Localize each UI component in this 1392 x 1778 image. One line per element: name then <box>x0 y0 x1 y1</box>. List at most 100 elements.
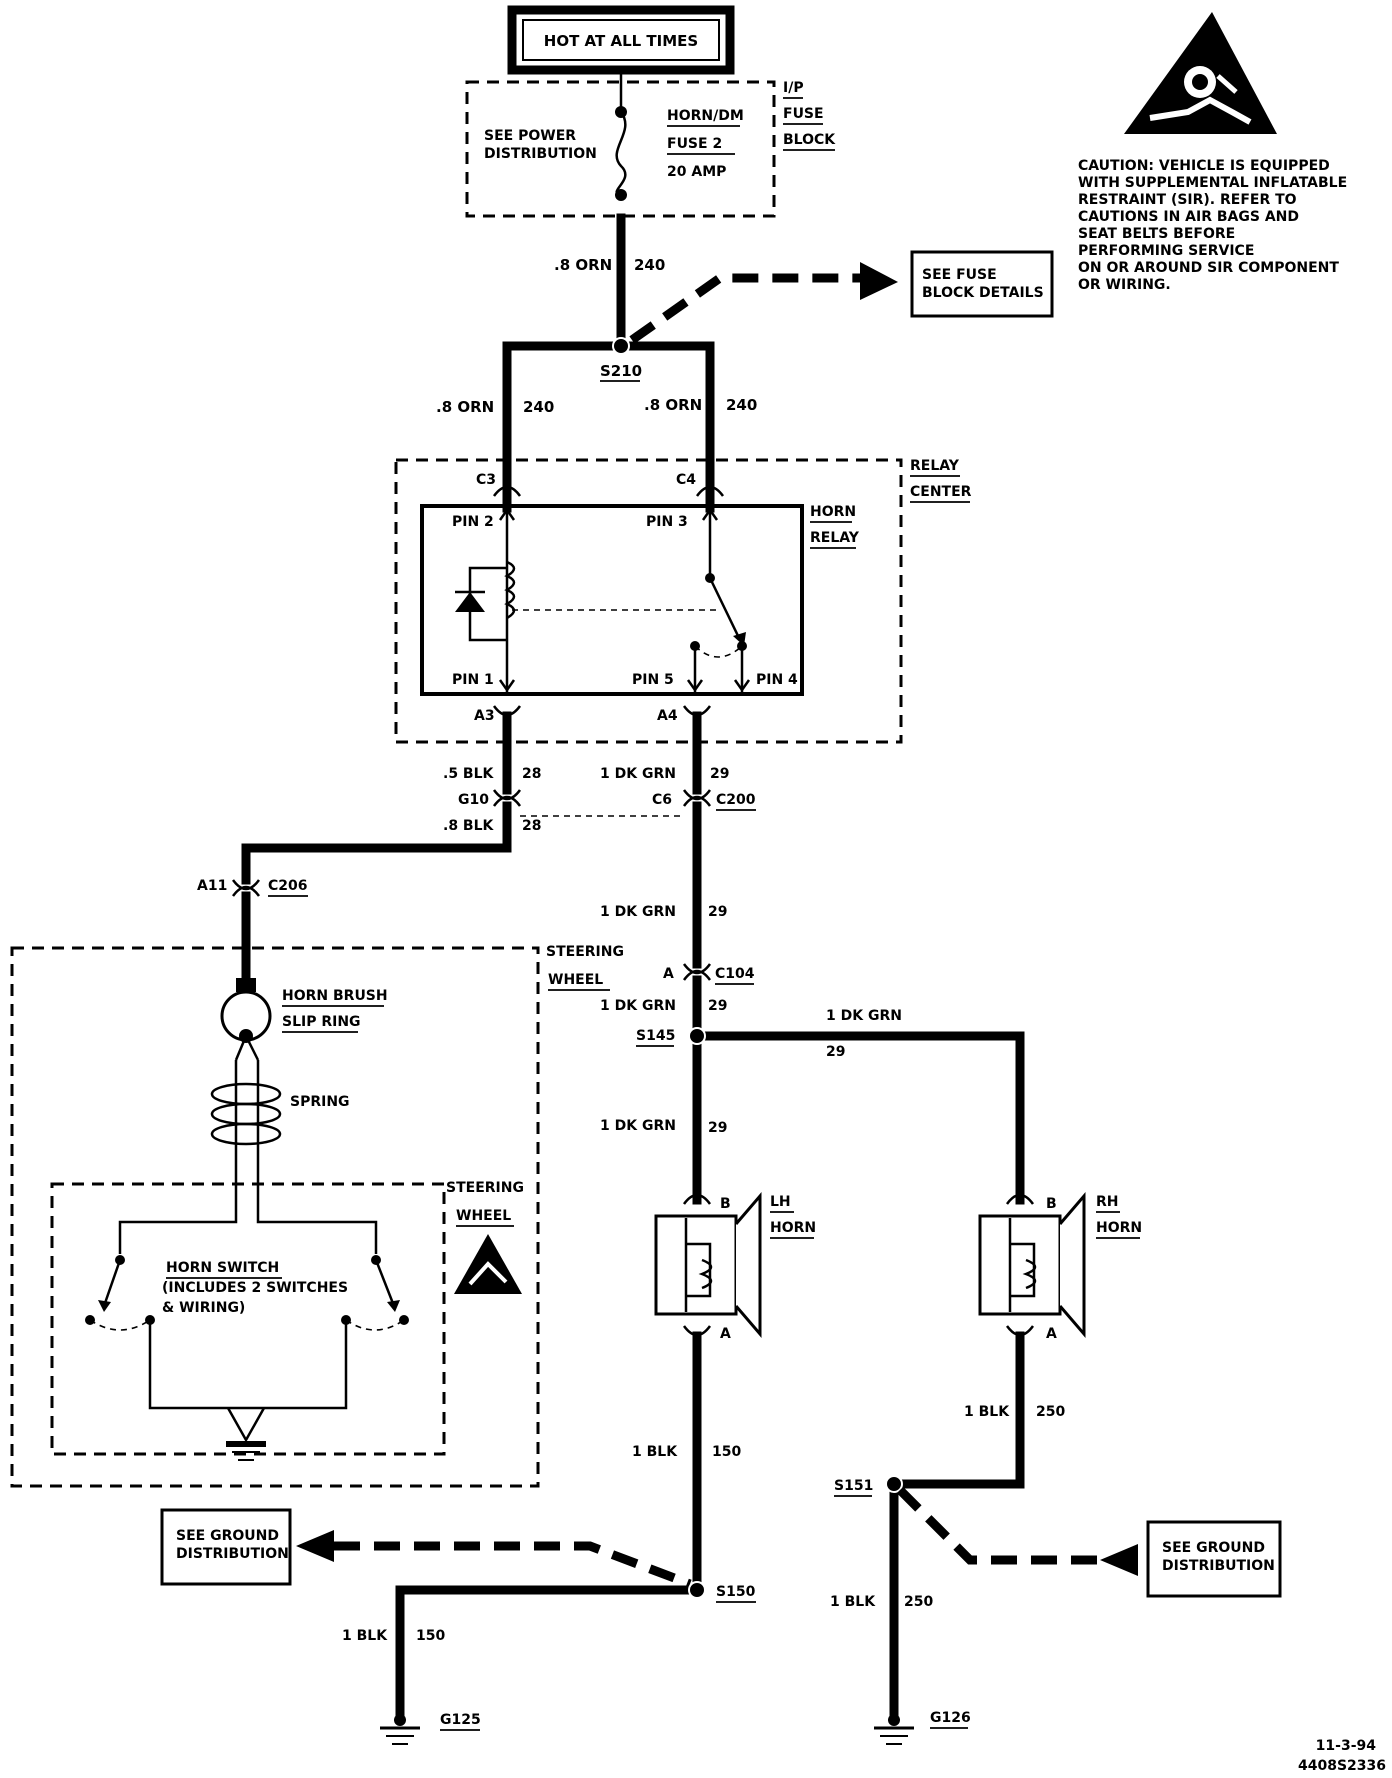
splice-s150 <box>688 1581 706 1599</box>
caution-line-7: ON OR AROUND SIR COMPONENT <box>1078 260 1339 276</box>
connector-c4: C4 <box>676 472 696 488</box>
wire-250-ground-label: 1 BLK <box>830 1594 876 1610</box>
rh-horn-connector-a: A <box>1046 1326 1057 1342</box>
connector-a11: A11 <box>197 878 227 894</box>
splice-s210-label: S210 <box>600 362 642 380</box>
pin-2-label: PIN 2 <box>452 514 494 530</box>
connector-c104: C104 <box>715 966 755 982</box>
splice-s145 <box>688 1027 706 1045</box>
wire-29-lh-label: 1 DK GRN <box>600 1118 676 1134</box>
rh-horn-line1: RH <box>1096 1194 1119 1210</box>
see-ground-right-line1: SEE GROUND <box>1162 1540 1265 1556</box>
horn-brush-line1: HORN BRUSH <box>282 988 388 1004</box>
connector-g10: G10 <box>458 792 489 808</box>
hot-at-all-times-box: HOT AT ALL TIMES <box>507 5 735 75</box>
wire-150-ground <box>395 1585 702 1721</box>
wire-240-right-circuit: 240 <box>726 396 757 414</box>
horn-relay-line1: HORN <box>810 504 856 520</box>
lh-horn-connector-b: B <box>720 1196 731 1212</box>
wire-29-rh-circuit: 29 <box>826 1044 845 1060</box>
see-ground-right-line2: DISTRIBUTION <box>1162 1558 1275 1574</box>
wire-28-upper-circuit: 28 <box>522 766 541 782</box>
pin-1-label: PIN 1 <box>452 672 494 688</box>
wire-240-main-circuit: 240 <box>634 256 665 274</box>
sir-caution: CAUTION: VEHICLE IS EQUIPPED WITH SUPPLE… <box>1078 12 1347 293</box>
ground-g126-icon <box>874 1714 914 1745</box>
lh-horn-line1: LH <box>770 1194 791 1210</box>
lh-horn-connector-a: A <box>720 1326 731 1342</box>
ground-left-arrow <box>296 1530 334 1562</box>
caution-line-1: CAUTION: VEHICLE IS EQUIPPED <box>1078 158 1330 174</box>
ground-right-leader <box>896 1486 1100 1565</box>
pin-5-label: PIN 5 <box>632 672 674 688</box>
spring-label: SPRING <box>290 1094 350 1110</box>
steering-wheel-line1: STEERING <box>546 944 624 960</box>
rh-horn: B RH HORN A <box>978 1191 1142 1342</box>
wire-29-middle-circuit: 29 <box>708 904 727 920</box>
ground-right-arrow <box>1100 1544 1138 1576</box>
ground-g125-icon <box>380 1714 420 1745</box>
fuse-block: SEE POWER DISTRIBUTION HORN/DM FUSE 2 20… <box>465 70 836 218</box>
see-ground-box-right: SEE GROUND DISTRIBUTION <box>1146 1520 1282 1598</box>
fuse-name-line2: FUSE 2 <box>667 136 722 152</box>
wire-29-lh-circuit: 29 <box>708 1120 727 1136</box>
horn-switch-line2: (INCLUDES 2 SWITCHES <box>162 1280 348 1296</box>
wire-150-label: 1 BLK <box>632 1444 678 1460</box>
relay-center-line1: RELAY <box>910 458 960 474</box>
fuse-block-line2: FUSE <box>783 106 824 122</box>
caution-line-5: SEAT BELTS BEFORE <box>1078 226 1235 242</box>
splice-s151 <box>885 1475 903 1493</box>
ground-g126-label: G126 <box>930 1710 971 1726</box>
connector-c206: C206 <box>268 878 308 894</box>
connector-c6: C6 <box>652 792 672 808</box>
connector-c200: C200 <box>716 792 756 808</box>
wire-29-upper-label: 1 DK GRN <box>600 766 676 782</box>
caution-line-6: PERFORMING SERVICE <box>1078 243 1254 259</box>
horn-switch-line1: HORN SWITCH <box>166 1260 279 1276</box>
caution-line-8: OR WIRING. <box>1078 277 1171 293</box>
spring-icon <box>210 1035 282 1206</box>
wire-29-lower-circuit: 29 <box>708 998 727 1014</box>
horn-switch-line3: & WIRING) <box>162 1300 245 1316</box>
wire-150-ground-label: 1 BLK <box>342 1628 388 1644</box>
splice-s145-label: S145 <box>636 1028 675 1044</box>
see-ground-left-line1: SEE GROUND <box>176 1528 279 1544</box>
caution-line-2: WITH SUPPLEMENTAL INFLATABLE <box>1078 175 1347 191</box>
see-power-line1: SEE POWER <box>484 128 576 144</box>
fuse-name-line1: HORN/DM <box>667 108 744 124</box>
ground-g125-label: G125 <box>440 1712 481 1728</box>
wire-28-lower-label: .8 BLK <box>443 818 495 834</box>
ground-left-leader <box>334 1541 692 1589</box>
wire-28-lower <box>241 801 512 885</box>
wire-29-rh <box>692 1031 1025 1205</box>
fuse-block-line3: BLOCK <box>783 132 836 148</box>
caution-line-4: CAUTIONS IN AIR BAGS AND <box>1078 209 1299 225</box>
steering-wheel: STEERING WHEEL HORN BRUSH SLIP RING SPRI… <box>10 944 624 1488</box>
connector-a4: A4 <box>657 708 678 724</box>
footer-date: 11-3-94 <box>1316 1738 1377 1754</box>
wire-28-lower-circuit: 28 <box>522 818 541 834</box>
wire-250-upper-circuit: 250 <box>1036 1404 1065 1420</box>
horn-relay <box>420 504 804 696</box>
wire-150-ground-circuit: 150 <box>416 1628 445 1644</box>
rh-horn-connector-b: B <box>1046 1196 1057 1212</box>
lh-horn: B LH HORN A <box>654 1191 816 1342</box>
footer-code: 4408S2336 <box>1298 1758 1386 1774</box>
wire-250-ground-circuit: 250 <box>904 1594 933 1610</box>
splice-s151-label: S151 <box>834 1478 873 1494</box>
wire-250-upper <box>889 1331 1025 1489</box>
see-ground-left-line2: DISTRIBUTION <box>176 1546 289 1562</box>
see-fuse-block-box: SEE FUSE BLOCK DETAILS <box>910 250 1054 318</box>
pin-4-label: PIN 4 <box>756 672 798 688</box>
inner-steering-line2: WHEEL <box>456 1208 511 1224</box>
connector-c3: C3 <box>476 472 496 488</box>
wire-150-circuit: 150 <box>712 1444 741 1460</box>
connector-a3: A3 <box>474 708 495 724</box>
wire-240-split <box>502 341 715 491</box>
fuse-details-arrow <box>860 262 898 300</box>
inner-airbag-warning-icon <box>454 1234 522 1294</box>
relay-center-line2: CENTER <box>910 484 972 500</box>
wire-240-main-label: .8 ORN <box>554 256 612 274</box>
see-power-line2: DISTRIBUTION <box>484 146 597 162</box>
